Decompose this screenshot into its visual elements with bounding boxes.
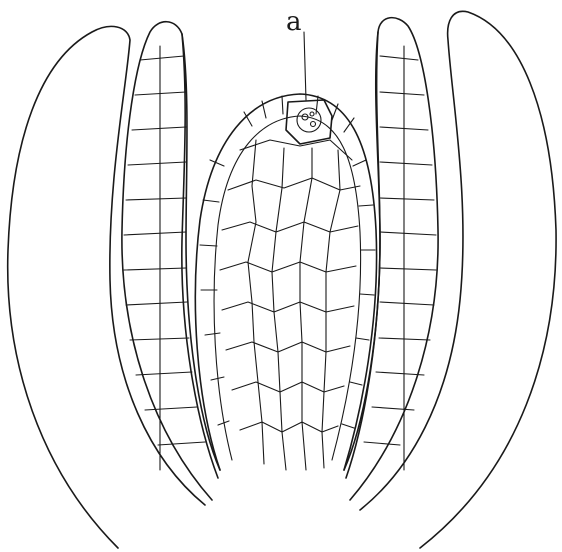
outer-integument-right (360, 11, 556, 548)
label-a-leader (304, 32, 306, 100)
nucellus-epidermal-cells (200, 96, 375, 428)
inner-integument-left-cells (124, 46, 205, 470)
inner-integument-left-outer-wall (122, 22, 220, 500)
inner-integument-right-inner-wall (346, 32, 380, 478)
outer-integument-left (8, 26, 205, 548)
inner-integument-right-outer-wall (344, 18, 438, 500)
archesporial-cell (286, 100, 332, 144)
inner-integument-right-cells (364, 46, 436, 470)
nucellus-tissue-cells (220, 140, 360, 470)
label-a: a (286, 7, 302, 37)
